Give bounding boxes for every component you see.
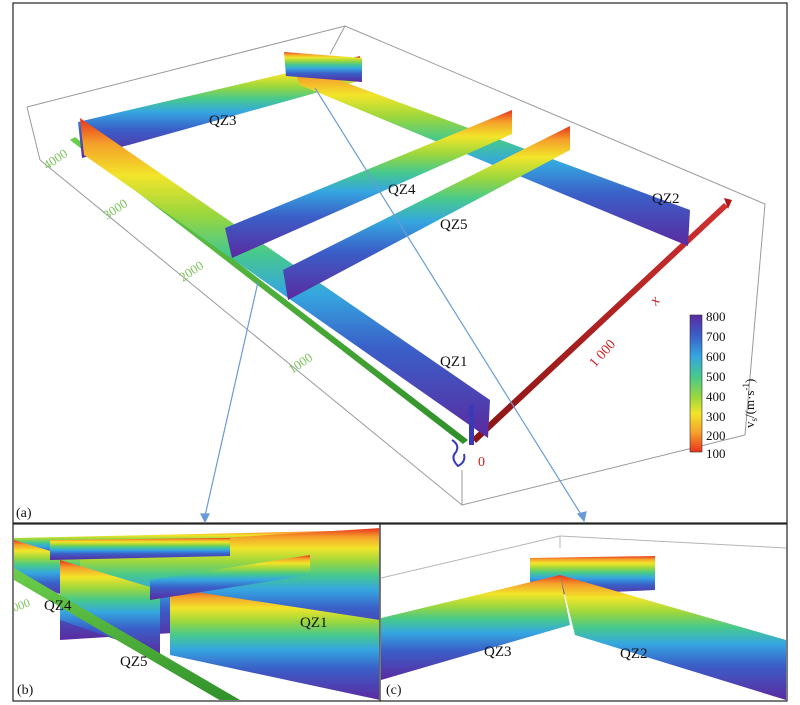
colorbar-tick-400: 400 — [706, 389, 726, 404]
x-origin-label: 0 — [478, 455, 485, 470]
zoom-c-label-qz3: QZ3 — [484, 644, 512, 660]
slice-qz5 — [283, 126, 570, 300]
colorbar-tick-200: 200 — [706, 428, 726, 443]
colorbar: 800 700 600 500 400 300 200 100 vs/(m·s-… — [689, 309, 759, 461]
panel-b-label: (b) — [17, 683, 34, 698]
slice-qz3 — [78, 56, 362, 158]
colorbar-tick-100: 100 — [706, 446, 726, 461]
profile-label-qz3: QZ3 — [209, 113, 237, 129]
colorbar-ramp — [689, 314, 703, 453]
bounding-box — [26, 25, 766, 506]
callout-lines — [200, 87, 587, 524]
profile-label-qz4: QZ4 — [388, 182, 416, 198]
profile-slices — [78, 52, 690, 468]
profile-label-qz1: QZ1 — [440, 354, 468, 370]
panel-c: QZ3 QZ2 (c) — [379, 523, 788, 702]
slice-qz4 — [225, 110, 512, 258]
panel-c-label: (c) — [386, 683, 402, 698]
zoom-b-label-qz1: QZ1 — [300, 615, 328, 631]
profile-label-qz5: QZ5 — [440, 217, 468, 233]
colorbar-tick-500: 500 — [706, 369, 726, 384]
colorbar-tick-300: 300 — [706, 409, 726, 424]
zoom-b-label-qz5: QZ5 — [120, 654, 148, 670]
colorbar-tick-700: 700 — [706, 329, 726, 344]
zoom-c-label-qz2: QZ2 — [620, 646, 648, 662]
colorbar-title: vs/(m·s-1) — [741, 379, 759, 428]
panel-a-label: (a) — [16, 506, 32, 521]
profile-label-qz2: QZ2 — [652, 191, 680, 207]
panel-b: 000 QZ4 QZ5 QZ1 (b) — [10, 523, 381, 702]
colorbar-tick-800: 800 — [706, 309, 726, 324]
x-axis-rod — [472, 198, 732, 443]
zoom-b-label-qz4: QZ4 — [44, 598, 72, 614]
slice-qz2 — [290, 62, 690, 246]
colorbar-tick-600: 600 — [706, 349, 726, 364]
zoom-b-tick: 000 — [10, 596, 32, 615]
panel-a: QZ3 QZ4 QZ5 QZ2 QZ1 4000 3000 2000 1000 … — [12, 2, 788, 524]
